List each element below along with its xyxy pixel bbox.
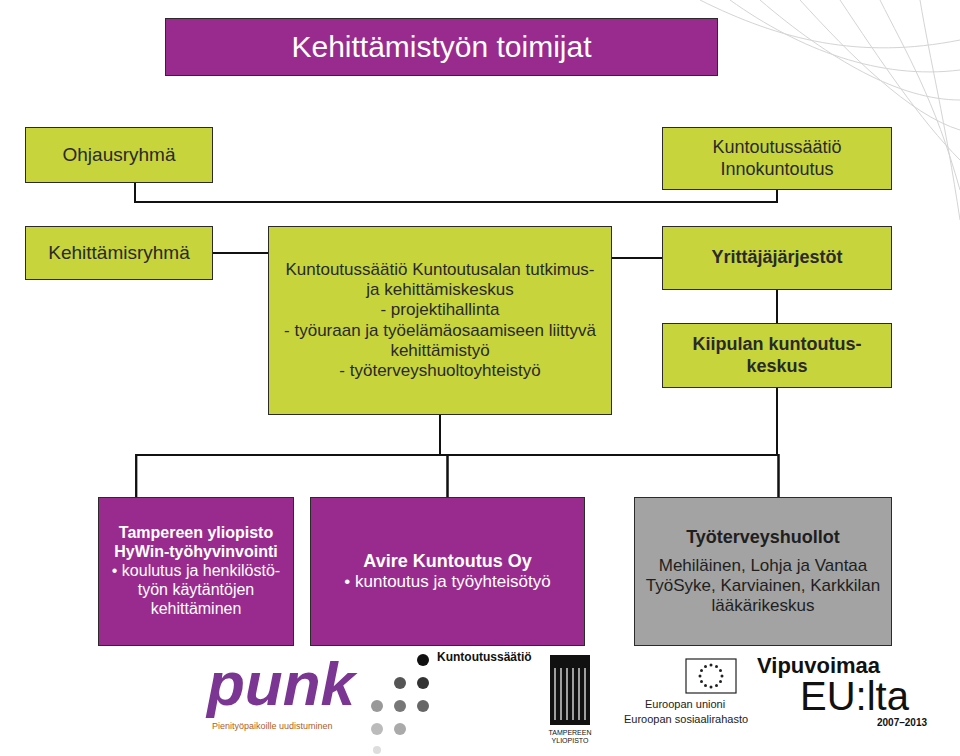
connector-line xyxy=(213,252,268,254)
diagram-title: Kehittämistyön toimijat xyxy=(291,30,591,64)
development-group-box: Kehittämisryhmä xyxy=(25,226,213,280)
logo-text: Euroopan unioni xyxy=(645,698,725,710)
logo-text: 2007–2013 xyxy=(877,717,927,728)
foundation-dots xyxy=(371,654,429,754)
node-body: - työuraan ja työelämäosaamiseen liittyv… xyxy=(279,321,601,361)
logo-tagline: Pienityöpaikoille uudistuminen xyxy=(212,722,333,732)
connector-line xyxy=(612,257,662,259)
company-box: Avire Kuntoutus Oy• kuntoutus ja työyhte… xyxy=(310,497,585,646)
connector-line xyxy=(776,290,778,323)
innovation-box: Kuntoutussäätiö Innokuntoutus xyxy=(662,127,892,190)
logo-wordmark: EU:lta xyxy=(800,674,909,718)
title-banner: Kehittämistyön toimijat xyxy=(165,18,718,76)
research-centre-box: Kuntoutussäätiö Kuntoutusalan tutkimus- … xyxy=(268,226,612,415)
node-heading: Avire Kuntoutus Oy xyxy=(363,551,531,572)
node-heading: Kuntoutussäätiö Kuntoutusalan tutkimus- … xyxy=(279,260,601,300)
logo-text: TAMPEREEN YLIOPISTO xyxy=(542,729,598,744)
connector-line xyxy=(777,388,779,497)
node-heading: Työterveyshuollot xyxy=(686,527,840,548)
node-heading: Tampereen yliopisto HyWin-työhyvinvointi xyxy=(109,524,283,562)
node-heading: Kehittämisryhmä xyxy=(48,242,190,264)
node-heading: Yrittäjäjärjestöt xyxy=(711,247,842,268)
node-heading: Kiipulan kuntoutus- keskus xyxy=(673,334,881,376)
health-services-box: TyöterveyshuollotMehiläinen, Lohja ja Va… xyxy=(634,497,892,646)
node-heading: Kuntoutussäätiö Innokuntoutus xyxy=(673,137,881,179)
logo-text: Kuntoutussäätiö xyxy=(437,651,532,664)
business-org-box: Yrittäjäjärjestöt xyxy=(662,226,892,290)
university-columns xyxy=(550,655,590,725)
node-body: Mehiläinen, Lohja ja Vantaa TyöSyke, Kar… xyxy=(645,556,881,616)
logo-text: Euroopan sosiaalirahasto xyxy=(624,713,748,725)
logo-wordmark: punk xyxy=(207,650,355,718)
node-body: • koulutus ja henkilöstö- työn käytäntöj… xyxy=(109,562,283,619)
steering-group-box: Ohjausryhmä xyxy=(25,127,213,183)
university-box: Tampereen yliopisto HyWin-työhyvinvointi… xyxy=(98,497,294,646)
node-heading: Ohjausryhmä xyxy=(63,144,176,166)
eu-flag xyxy=(686,659,736,693)
node-body: - työterveyshuoltoyhteistyö xyxy=(339,361,540,381)
node-body: • kuntoutus ja työyhteisötyö xyxy=(344,572,550,592)
node-body: - projektihallinta xyxy=(380,300,499,320)
rehab-centre-box: Kiipulan kuntoutus- keskus xyxy=(662,323,892,388)
